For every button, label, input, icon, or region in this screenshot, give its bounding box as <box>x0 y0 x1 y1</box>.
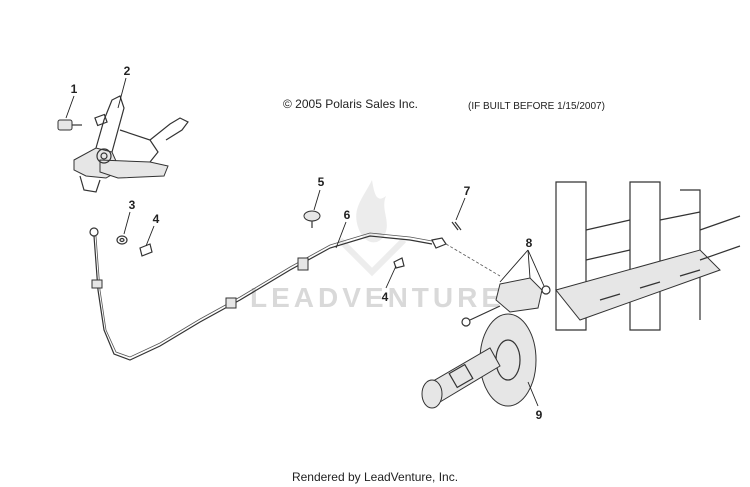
callout-5: 5 <box>317 175 325 189</box>
callout-4-left: 4 <box>152 212 160 226</box>
pin-part-7 <box>451 221 462 231</box>
callout-7: 7 <box>463 184 471 198</box>
callout-leaders <box>65 77 545 407</box>
callout-3: 3 <box>128 198 136 212</box>
watermark: LEADVENTURE <box>250 282 505 313</box>
washer-part-3 <box>116 235 128 245</box>
clip-part-4-middle <box>393 257 405 269</box>
callout-9: 9 <box>535 408 543 422</box>
brake-cable <box>89 227 447 361</box>
callout-2: 2 <box>123 64 131 78</box>
assembly-line <box>445 243 501 277</box>
watermark-logo <box>337 180 407 277</box>
build-date-note: (IF BUILT BEFORE 1/15/2007) <box>468 101 605 112</box>
footer-credit: Rendered by LeadVenture, Inc. <box>291 470 459 484</box>
callout-1: 1 <box>70 82 78 96</box>
bolt-part-1 <box>57 119 82 131</box>
copyright-text: © 2005 Polaris Sales Inc. <box>283 97 418 111</box>
brake-disc-driveshaft-part-9 <box>421 313 537 409</box>
caliper-bracket-part-8 <box>461 277 551 327</box>
callout-4-middle: 4 <box>381 290 389 304</box>
vehicle-frame <box>555 181 741 331</box>
callout-6: 6 <box>343 208 351 222</box>
callout-8: 8 <box>525 236 533 250</box>
brake-pedal-assembly <box>73 95 189 193</box>
push-mount-part-5 <box>303 210 321 228</box>
